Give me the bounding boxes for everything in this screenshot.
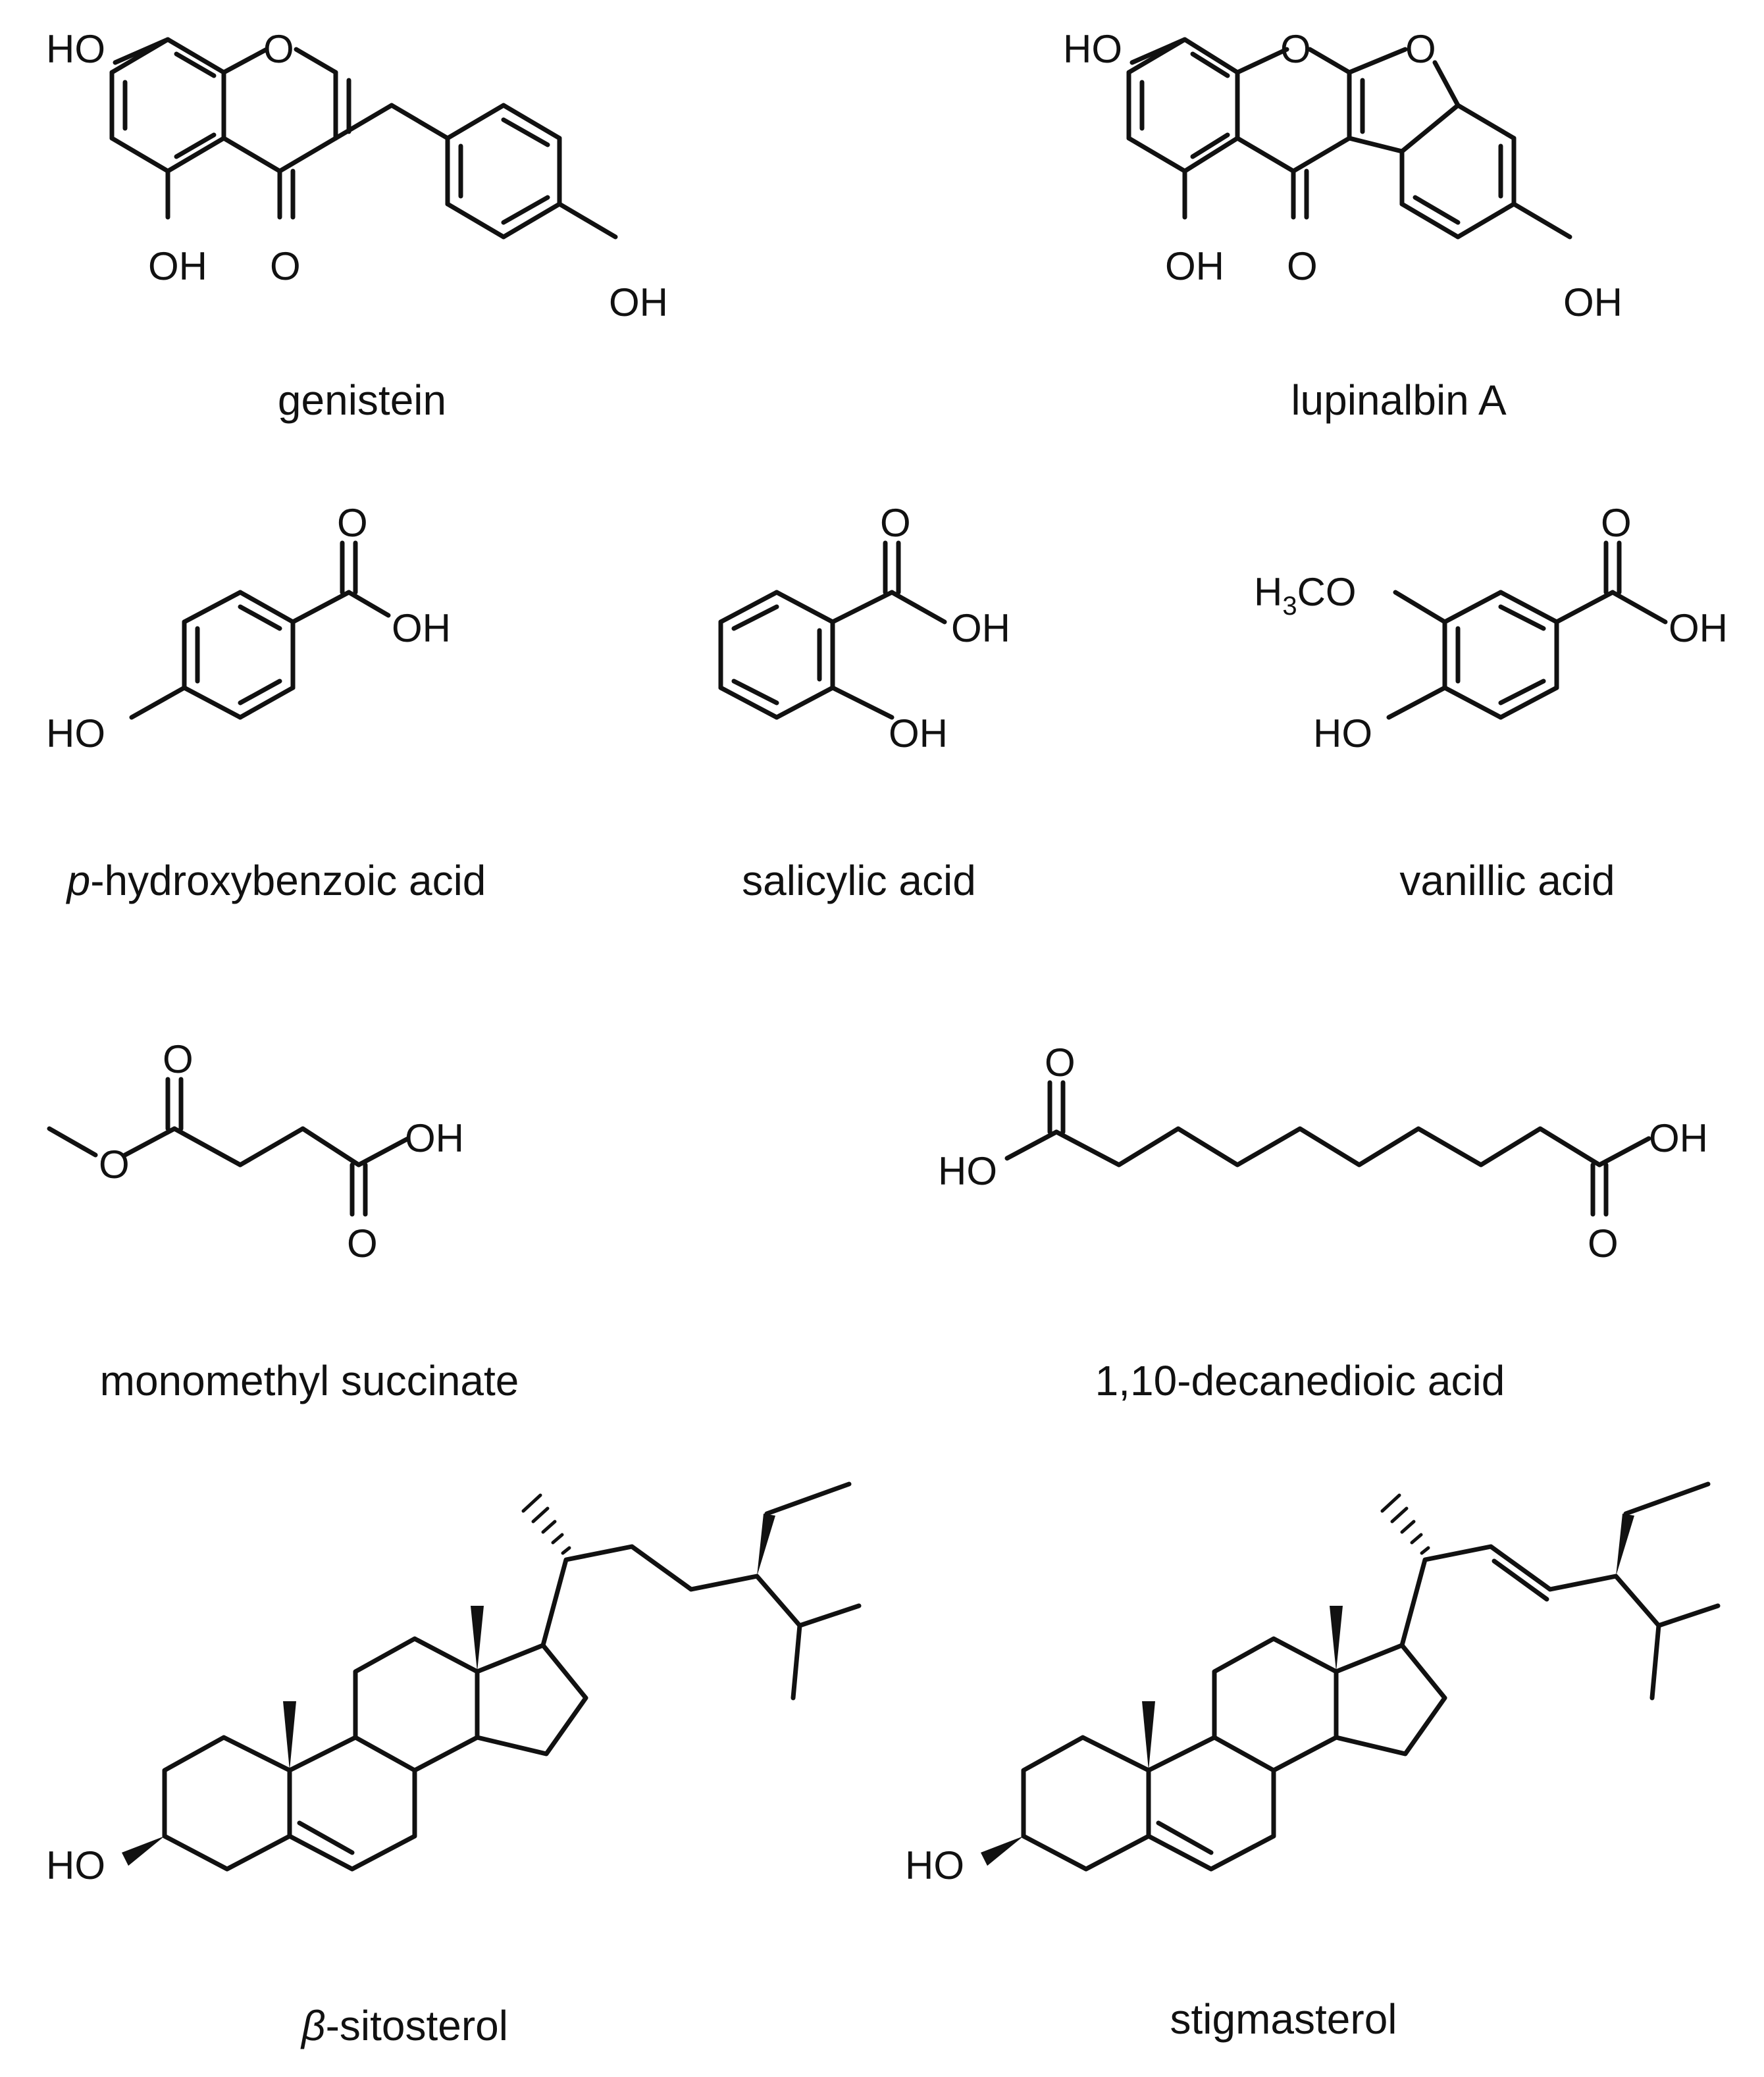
decanedioic-acid-bottom-o-label: O xyxy=(1588,1221,1619,1266)
vanillic-acid-carbonyl-o-label: O xyxy=(1601,501,1632,545)
beta-sitosterol-caption-rest: -sitosterol xyxy=(326,2002,508,2049)
p-hydroxybenzoic-acid-carbonyl-o-label: O xyxy=(337,501,368,545)
stigmasterol-c18-methyl-wedge xyxy=(1330,1606,1343,1672)
vanillic-acid-caption: vanillic acid xyxy=(1399,857,1615,904)
stigmasterol-c19-methyl-wedge xyxy=(1142,1701,1155,1770)
p-hydroxybenzoic-acid-acid-oh-label: OH xyxy=(392,606,451,650)
beta-sitosterol-structure: HO β-sitosterol xyxy=(46,1481,862,2049)
lupinalbin-a-furan-o-label: O xyxy=(1405,27,1436,71)
p-hydroxybenzoic-acid-caption: p-hydroxybenzoic acid xyxy=(66,857,486,904)
decanedioic-acid-caption: 1,10-decanedioic acid xyxy=(1095,1357,1505,1404)
genistein-4p-oh-label: OH xyxy=(609,280,668,324)
beta-sitosterol-ho-wedge xyxy=(122,1836,165,1866)
lupinalbin-a-bonds xyxy=(1126,37,1572,240)
monomethyl-succinate-oh-label: OH xyxy=(405,1116,464,1160)
stigmasterol-bonds xyxy=(1021,1481,1721,1872)
monomethyl-succinate-ester-o-label: O xyxy=(99,1142,130,1187)
vanillic-acid-ho-label: HO xyxy=(1313,711,1372,756)
vanillic-acid-structure: O OH H3CO HO vanillic acid xyxy=(1254,501,1728,904)
salicylic-acid-bonds xyxy=(718,540,947,720)
stigmasterol-structure: HO stigmasterol xyxy=(905,1481,1721,2043)
genistein-5-oh-label: OH xyxy=(148,244,207,288)
genistein-ho-label: HO xyxy=(46,27,105,71)
genistein-keto-o-label: O xyxy=(270,244,301,288)
beta-sitosterol-caption-italic: β xyxy=(300,2002,326,2049)
genistein-caption: genistein xyxy=(278,376,446,424)
salicylic-acid-structure: O OH OH salicylic acid xyxy=(718,501,1010,904)
p-hydroxybenzoic-acid-caption-rest: -hydroxybenzoic acid xyxy=(90,857,486,904)
vanillic-acid-methoxy-label: H3CO xyxy=(1254,570,1357,621)
p-hydroxybenzoic-acid-structure: O OH HO p-hydroxybenzoic acid xyxy=(46,501,486,904)
beta-sitosterol-c19-methyl-wedge xyxy=(283,1701,296,1770)
lupinalbin-a-5-oh-label: OH xyxy=(1165,244,1224,288)
p-hydroxybenzoic-acid-bonds xyxy=(129,540,391,720)
p-hydroxybenzoic-acid-caption-italic: p xyxy=(66,857,91,904)
decanedioic-acid-oh-label: OH xyxy=(1649,1116,1708,1160)
genistein-bonds xyxy=(109,37,618,240)
genistein-ring-o-label: O xyxy=(263,27,294,71)
beta-sitosterol-ethyl-wedge xyxy=(757,1514,775,1576)
genistein-structure: HO O OH O OH genistein xyxy=(46,27,668,424)
monomethyl-succinate-caption: monomethyl succinate xyxy=(100,1357,519,1404)
decanedioic-acid-top-o-label: O xyxy=(1045,1040,1076,1085)
vanillic-acid-acid-oh-label: OH xyxy=(1669,606,1728,650)
stigmasterol-c21-hashed-bond xyxy=(1380,1493,1430,1555)
decanedioic-acid-structure: O HO OH O 1,10-decanedioic acid xyxy=(938,1040,1708,1404)
decanedioic-acid-ho-label: HO xyxy=(938,1149,997,1193)
beta-sitosterol-caption: β-sitosterol xyxy=(300,2002,508,2049)
stigmasterol-ho-wedge xyxy=(981,1836,1024,1866)
monomethyl-succinate-bonds xyxy=(47,1077,411,1217)
vanillic-acid-bonds xyxy=(1386,540,1668,720)
p-hydroxybenzoic-acid-ho-label: HO xyxy=(46,711,105,756)
lupinalbin-a-ho-label: HO xyxy=(1063,27,1122,71)
beta-sitosterol-bonds xyxy=(162,1481,862,1872)
monomethyl-succinate-bottom-o-label: O xyxy=(347,1221,378,1266)
salicylic-acid-acid-oh-label: OH xyxy=(951,606,1010,650)
vanillic-acid-methoxy-h: H xyxy=(1254,570,1282,614)
lupinalbin-a-caption: lupinalbin A xyxy=(1291,376,1507,424)
vanillic-acid-methoxy-co: CO xyxy=(1297,570,1357,614)
monomethyl-succinate-top-o-label: O xyxy=(163,1037,194,1081)
beta-sitosterol-c18-methyl-wedge xyxy=(471,1606,484,1672)
lupinalbin-a-ar-oh-label: OH xyxy=(1563,280,1622,324)
beta-sitosterol-c21-hashed-bond xyxy=(521,1493,571,1555)
stigmasterol-caption: stigmasterol xyxy=(1170,1995,1397,2043)
lupinalbin-a-structure: HO O O OH O OH lupinalbin A xyxy=(1063,27,1622,424)
stigmasterol-ethyl-wedge xyxy=(1616,1514,1634,1576)
beta-sitosterol-ho-label: HO xyxy=(46,1843,105,1887)
vanillic-acid-methoxy-subscript: 3 xyxy=(1282,592,1297,621)
lupinalbin-a-ring-o-label: O xyxy=(1280,27,1311,71)
decanedioic-acid-bonds xyxy=(1004,1080,1651,1217)
salicylic-acid-ortho-oh-label: OH xyxy=(889,711,948,756)
monomethyl-succinate-structure: O O OH O monomethyl succinate xyxy=(47,1037,519,1404)
salicylic-acid-caption: salicylic acid xyxy=(742,857,976,904)
stigmasterol-ho-label: HO xyxy=(905,1843,964,1887)
salicylic-acid-carbonyl-o-label: O xyxy=(880,501,911,545)
lupinalbin-a-keto-o-label: O xyxy=(1287,244,1318,288)
